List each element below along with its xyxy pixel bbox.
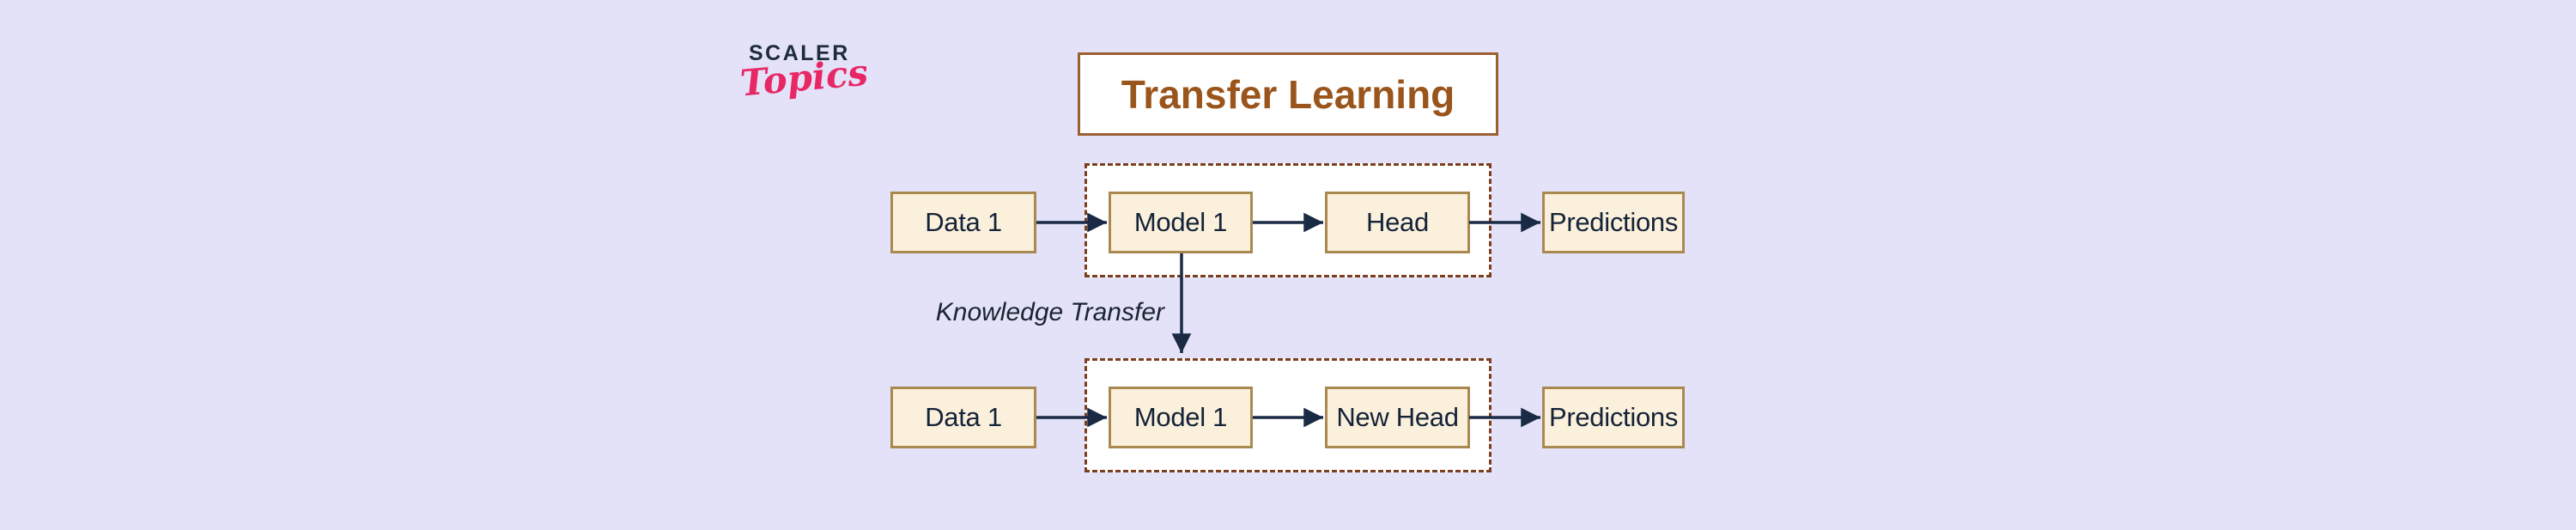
node-model1-row1: Model 1 (1109, 192, 1253, 253)
node-label: Model 1 (1133, 402, 1228, 432)
knowledge-transfer-label: Knowledge Transfer (935, 298, 1164, 326)
node-model1-row2: Model 1 (1109, 387, 1253, 448)
node-new-head-row2: New Head (1325, 387, 1470, 448)
node-label: Predictions (1548, 207, 1679, 237)
node-label: Predictions (1548, 402, 1679, 432)
node-label: Data 1 (925, 207, 1002, 237)
node-predictions-row1: Predictions (1542, 192, 1685, 253)
node-label: New Head (1336, 402, 1459, 432)
diagram-title: Transfer Learning (1121, 71, 1455, 117)
node-label: Model 1 (1133, 207, 1228, 237)
diagram-title-box: Transfer Learning (1078, 52, 1498, 136)
logo-wordmark-scaler: SCALER (749, 41, 850, 65)
node-data1-row2: Data 1 (890, 387, 1036, 448)
node-label: Data 1 (925, 402, 1002, 432)
node-data1-row1: Data 1 (890, 192, 1036, 253)
node-predictions-row2: Predictions (1542, 387, 1685, 448)
node-label: Head (1366, 207, 1429, 237)
scaler-topics-logo: SCALER Topics (738, 38, 870, 111)
node-head-row1: Head (1325, 192, 1470, 253)
